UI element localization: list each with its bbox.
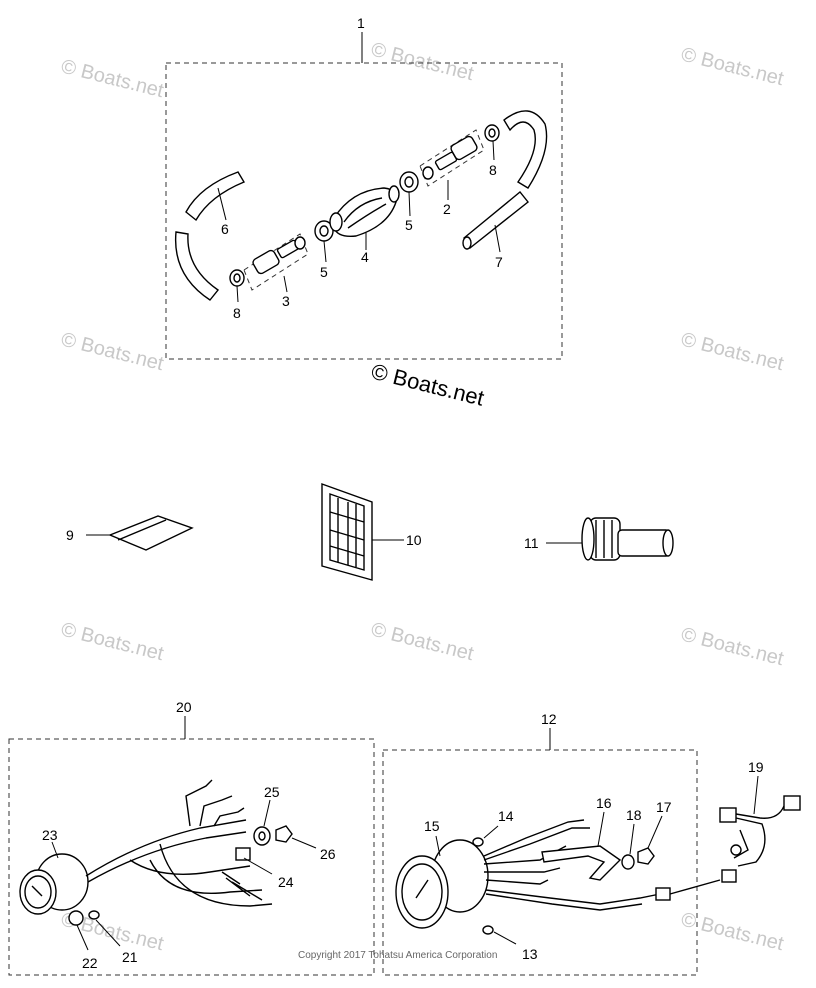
bulb-14 [472,837,484,847]
callout-7: 7 [495,254,503,270]
primer-bulb-4 [329,185,400,238]
label-plate-10 [321,483,373,581]
extension-harness-19 [719,795,801,883]
watermark: © Boats.net [679,329,786,376]
hose-6 [174,171,246,301]
callout-18: 18 [626,807,642,823]
bulb-21 [88,910,100,920]
bulb-13 [482,925,494,935]
callout-10: 10 [406,532,422,548]
callout-1: 1 [357,15,365,31]
callout-16: 16 [596,795,612,811]
callout-19: 19 [748,759,764,775]
callout-9: 9 [66,527,74,543]
hose-7 [462,110,548,250]
callout-4: 4 [361,249,369,265]
callout-3: 3 [282,293,290,309]
pouch-9 [108,515,194,551]
connector-2 [419,129,485,187]
callout-25: 25 [264,784,280,800]
watermark: © Boats.net [59,619,166,666]
callout-22: 22 [82,955,98,971]
callout-5-right: 5 [405,217,413,233]
callout-17: 17 [656,799,672,815]
watermark: © Boats.net [679,624,786,671]
callout-12: 12 [541,711,557,727]
watermark: © Boats.net [59,329,166,376]
kit-20-boundary [8,738,375,976]
clamp-5-right [399,171,419,193]
copyright-notice: Copyright 2017 Tohatsu America Corporati… [298,950,497,961]
callout-21: 21 [122,949,138,965]
nut-8-right [484,124,500,142]
callout-8-left: 8 [233,305,241,321]
watermark: © Boats.net [369,39,476,86]
callout-14: 14 [498,808,514,824]
callout-23: 23 [42,827,58,843]
washer-25 [253,826,271,846]
callout-13: 13 [522,946,538,962]
harness-20 [85,779,273,907]
watermark: © Boats.net [369,619,476,666]
bulb-socket-22 [68,910,84,926]
bracket-16 [541,845,622,881]
callout-6: 6 [221,221,229,237]
tachometer-15 [395,839,489,929]
hose-fitting-11 [581,517,674,561]
washer-18 [621,854,635,870]
watermark: © Boats.net [679,44,786,91]
callout-8-right: 8 [489,162,497,178]
watermark: © Boats.net [59,56,166,103]
callout-24: 24 [278,874,294,890]
trim-gauge-23 [19,853,89,915]
watermarks: © Boats.net © Boats.net © Boats.net © Bo… [59,39,786,956]
kit-1-boundary [165,62,563,360]
callout-26: 26 [320,846,336,862]
callout-20: 20 [176,699,192,715]
watermark-main: © Boats.net [369,359,487,411]
callout-11: 11 [524,535,539,551]
tach-harness [483,819,721,911]
connector-3 [243,233,309,291]
callout-5-left: 5 [320,264,328,280]
kit-12-boundary [382,749,698,976]
nut-8-left [229,269,245,287]
callout-15: 15 [424,818,440,834]
callout-2: 2 [443,201,451,217]
nut-17 [637,847,655,865]
nut-26 [275,825,293,843]
watermark: © Boats.net [679,909,786,956]
